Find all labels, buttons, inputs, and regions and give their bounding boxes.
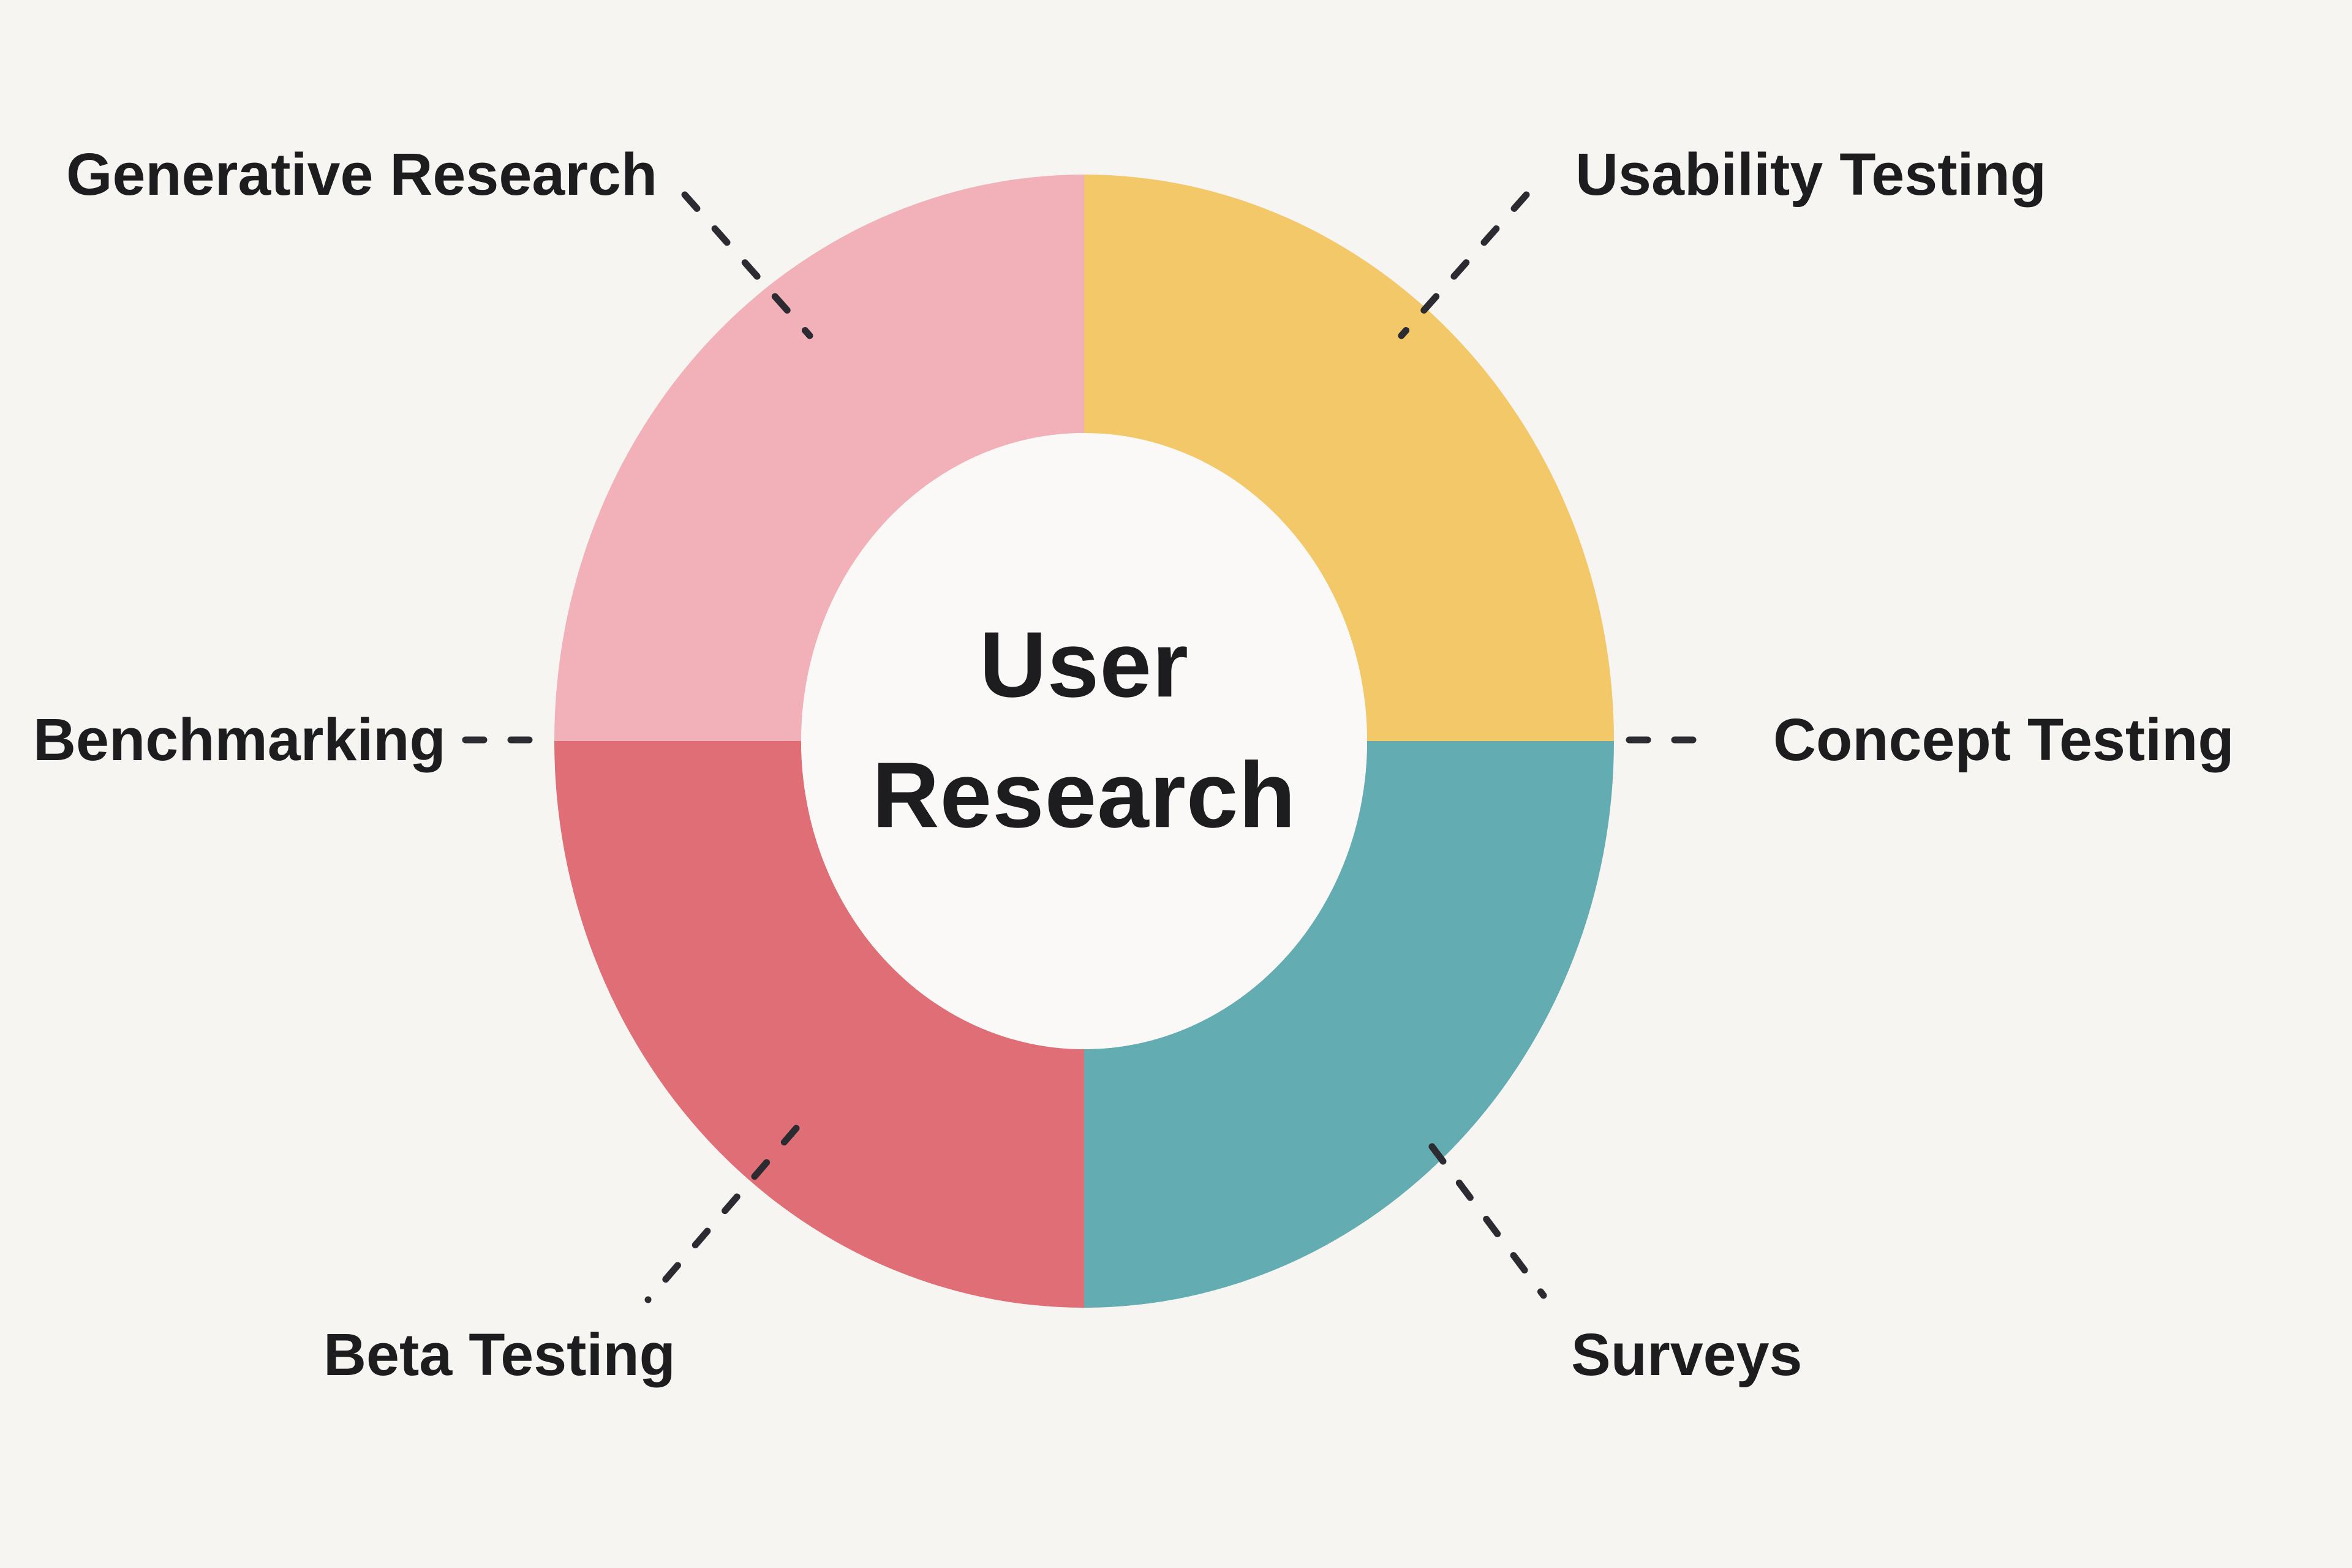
donut-segments-group [554,175,1614,1308]
segment-beta-testing [554,741,1084,1308]
callout-line-5 [1428,1143,1547,1299]
center-title-line2: Research [872,743,1297,847]
callout-line-1 [1398,191,1530,339]
label-beta-testing: Beta Testing [323,1321,676,1388]
callout-line-4 [644,1125,800,1303]
segment-generative-research [554,175,1084,741]
label-benchmarking: Benchmarking [33,706,446,773]
donut-center-title: User Research [872,600,1296,861]
label-usability-testing: Usability Testing [1575,141,2046,208]
label-surveys: Surveys [1571,1321,1803,1388]
label-generative-research: Generative Research [66,141,658,208]
donut-hole [801,433,1367,1049]
segment-usability-testing [1084,175,1614,741]
label-concept-testing: Concept Testing [1773,706,2234,773]
callout-line-0 [681,191,813,339]
segment-surveys [1084,741,1614,1308]
center-title-line1: User [979,612,1189,717]
callout-lines-group [462,191,1722,1303]
